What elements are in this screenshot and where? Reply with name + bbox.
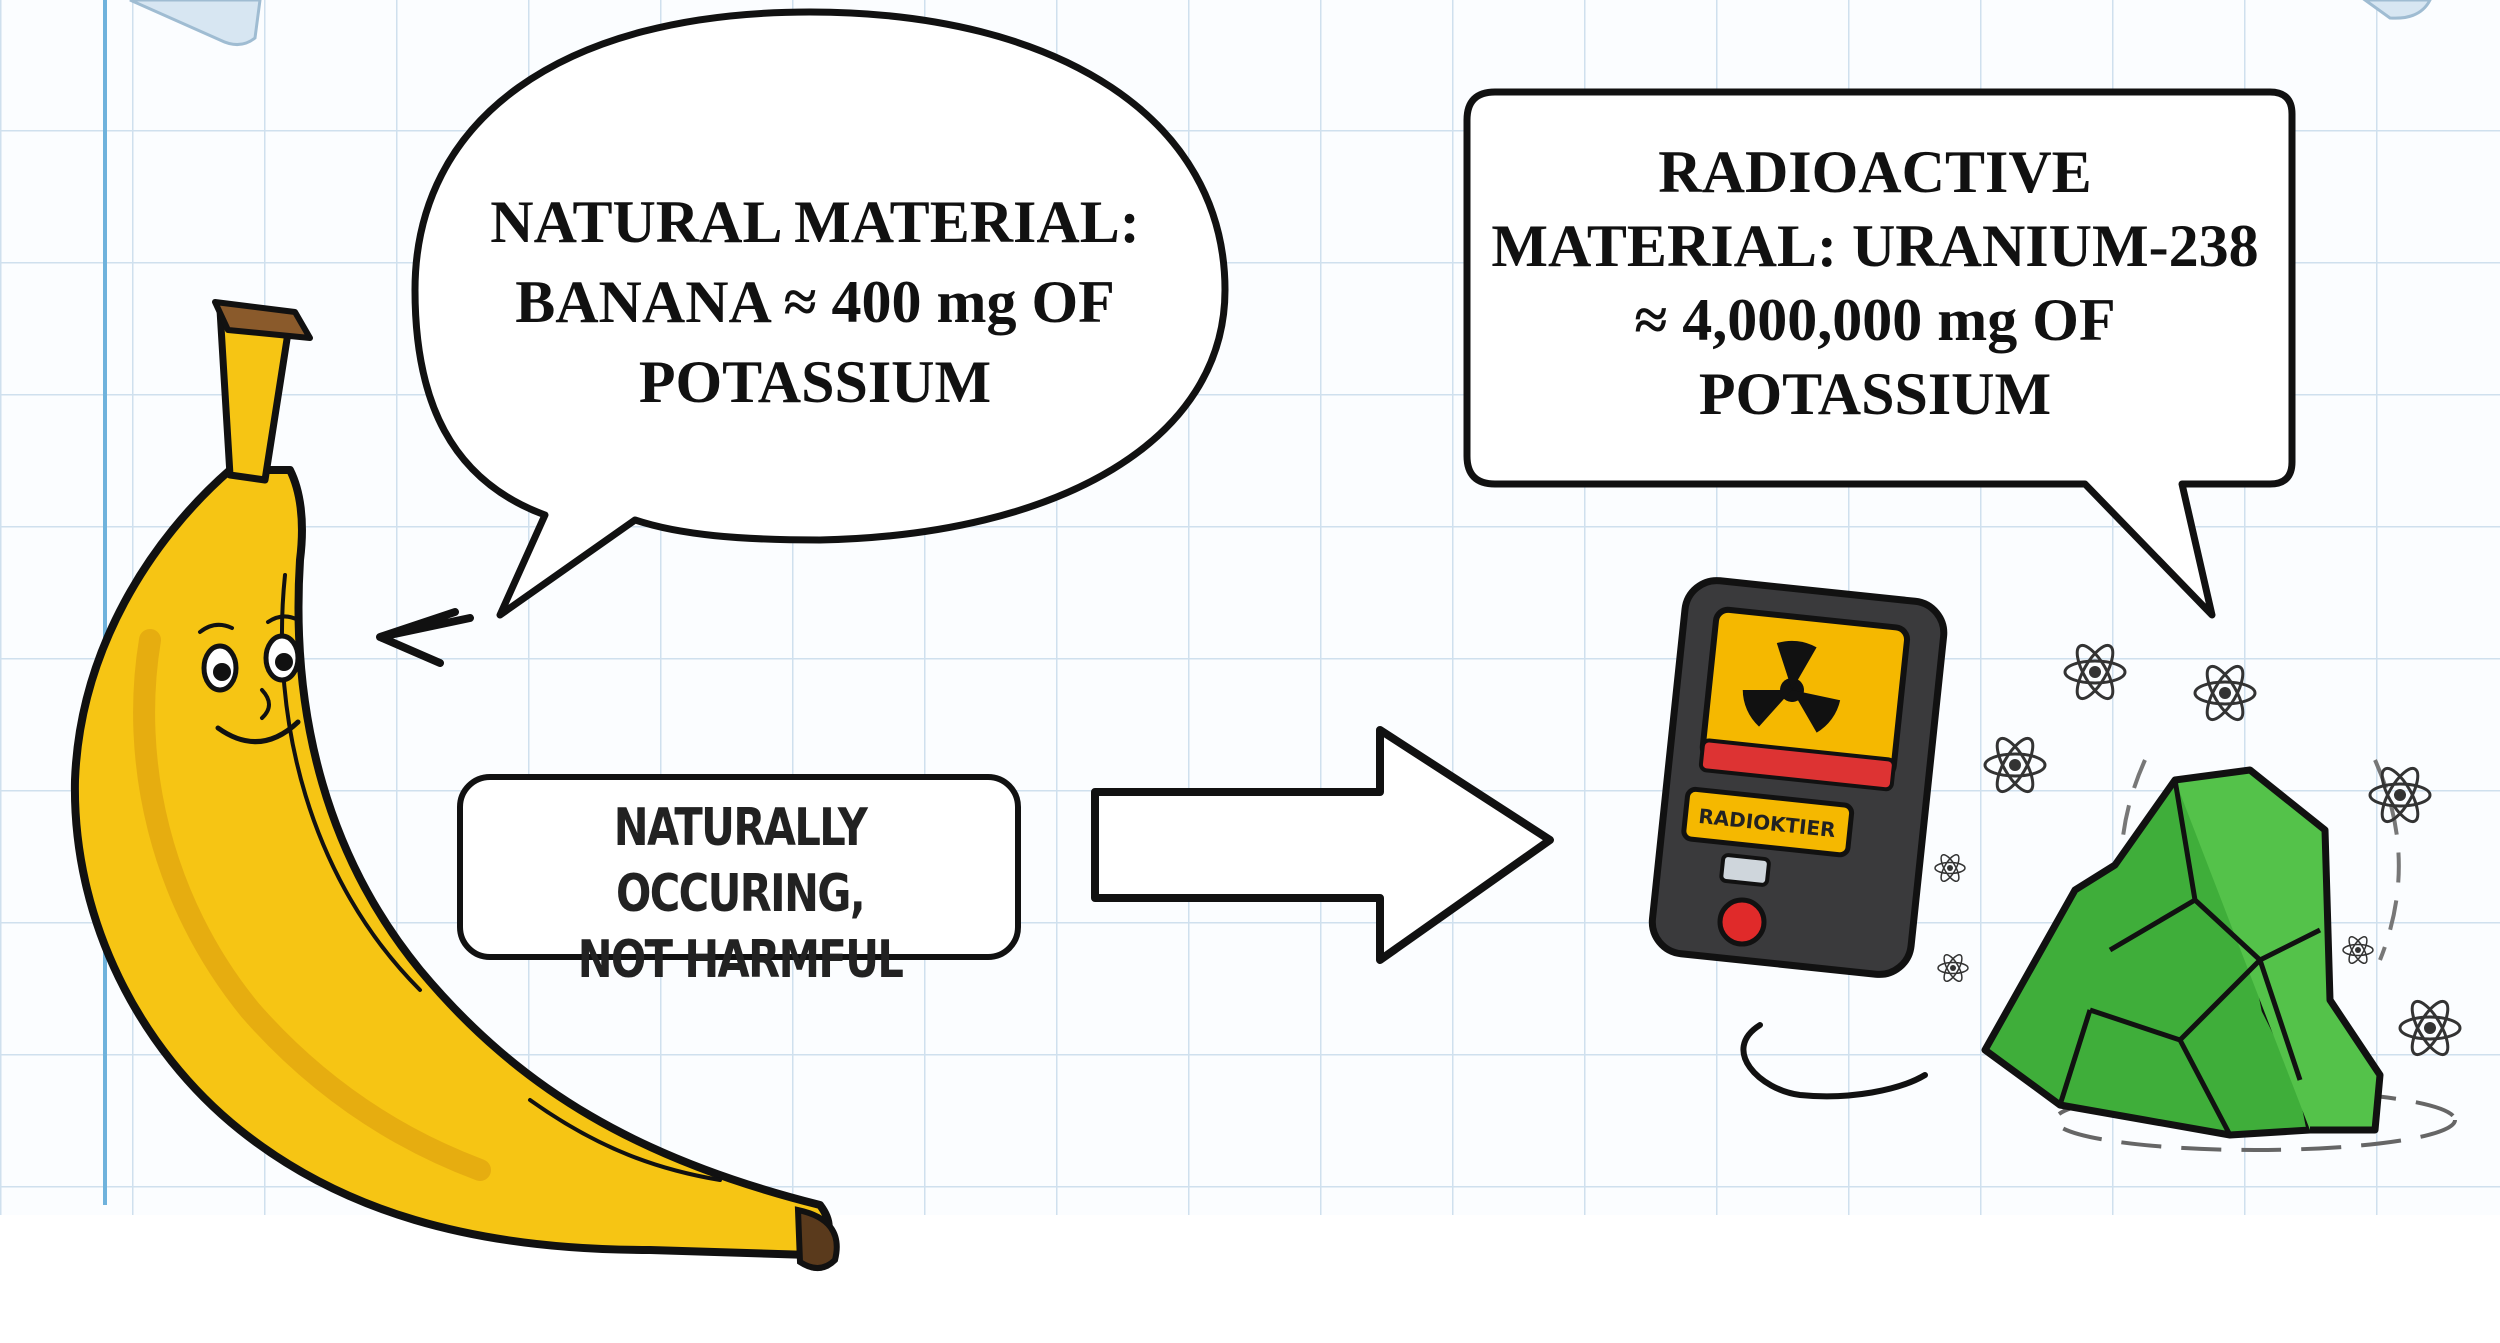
note-box — [457, 774, 1021, 960]
blank-bottom-area — [0, 1215, 2500, 1343]
bubble-left-text: NATURAL MATERIAL: BANANA ≈ 400 mg OF POT… — [400, 182, 1230, 422]
bubble-left-line: BANANA ≈ 400 mg OF — [515, 269, 1115, 335]
bubble-right-line: MATERIAL: URANIUM-238 — [1491, 213, 2259, 279]
bubble-right-line: POTASSIUM — [1698, 361, 2052, 427]
speech-bubble-left — [411, 8, 1229, 619]
uranium-rock — [1981, 759, 2457, 1152]
bubble-right-line: ≈ 4,000,000 mg OF — [1634, 287, 2116, 353]
red-button — [1717, 897, 1767, 947]
corner-decoration-left — [129, 0, 262, 46]
bubble-right-text: RADIOACTIVE MATERIAL: URANIUM-238 ≈ 4,00… — [1470, 135, 2280, 431]
arrow-right-icon — [1091, 726, 1554, 964]
geiger-counter — [1648, 577, 1948, 1100]
note-line: NATURALLY OCCURING, — [613, 798, 868, 924]
corner-decoration-right — [2362, 0, 2432, 20]
banana-smile — [215, 719, 301, 744]
arrow-left-icon — [376, 608, 474, 667]
bubble-left-line: POTASSIUM — [638, 349, 992, 415]
bubble-left-line: NATURAL MATERIAL: — [490, 189, 1140, 255]
note-box-text: NATURALLY OCCURING, NOT HARMFUL — [516, 795, 964, 993]
speech-bubble-right — [1463, 88, 2296, 619]
radiation-icon — [1742, 640, 1841, 733]
note-line: NOT HARMFUL — [577, 930, 904, 990]
bubble-right-line: RADIOACTIVE — [1658, 139, 2092, 205]
banana-character — [70, 299, 840, 1271]
